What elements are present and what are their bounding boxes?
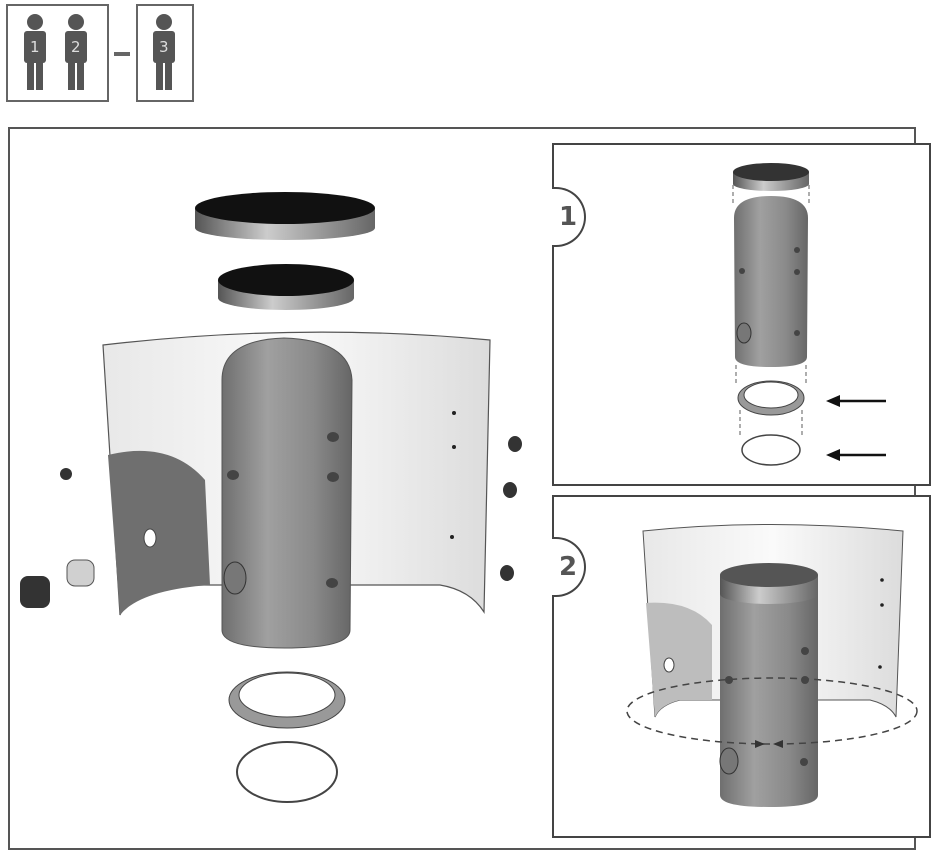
step-1-badge: 1 [552, 187, 586, 247]
pipe-caps [20, 436, 522, 608]
top-insulation-disc [218, 264, 354, 310]
person-icon-2: 2 [65, 14, 87, 90]
water-tank [221, 337, 353, 649]
svg-text:1: 1 [30, 38, 40, 56]
svg-text:3: 3 [159, 38, 169, 56]
arrow-left-icon [826, 449, 886, 461]
separator-dash [114, 52, 130, 56]
arrow-right-icon [755, 740, 765, 748]
svg-text:2: 2 [71, 38, 81, 56]
alignment-guides [732, 185, 810, 435]
arrow-left-icon [773, 740, 783, 748]
bottom-insulation-ring [228, 671, 346, 729]
arrow-left-icon [826, 395, 886, 407]
person-icon-3: 3 [153, 14, 175, 90]
top-cover-lid [195, 192, 375, 240]
wrap-direction-path [626, 677, 918, 745]
persons-required-box [6, 4, 109, 102]
bottom-disc [236, 741, 338, 803]
person-icon-1: 1 [24, 14, 46, 90]
